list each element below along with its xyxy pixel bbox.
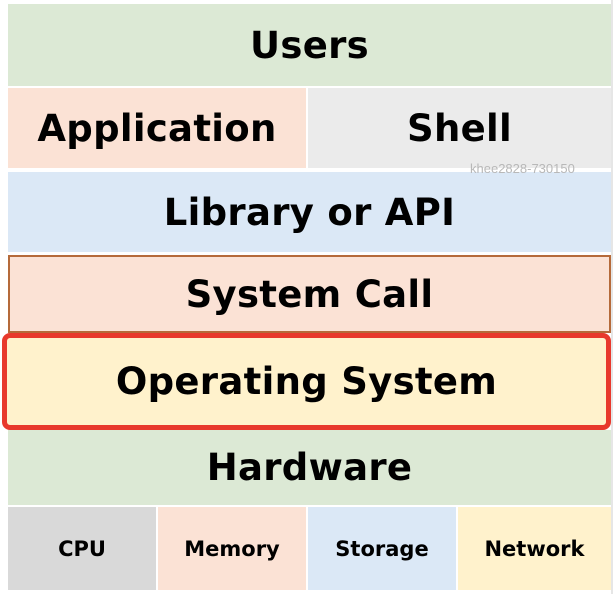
layer-system-call: System Call xyxy=(8,255,611,333)
layer-library-or-api: Library or API xyxy=(8,172,611,252)
layer-hardware: Hardware xyxy=(8,430,611,505)
hardware-memory: Memory xyxy=(158,507,306,590)
right-edge-divider xyxy=(611,0,613,594)
hardware-storage: Storage xyxy=(308,507,456,590)
layer-application: Application xyxy=(8,88,306,168)
hardware-cpu: CPU xyxy=(8,507,156,590)
hardware-network: Network xyxy=(458,507,611,590)
watermark-text: khee2828-730150 xyxy=(470,161,575,176)
layer-shell: Shell xyxy=(308,88,611,168)
layer-users: Users xyxy=(8,4,611,86)
layer-operating-system-highlighted: Operating System xyxy=(2,333,611,430)
